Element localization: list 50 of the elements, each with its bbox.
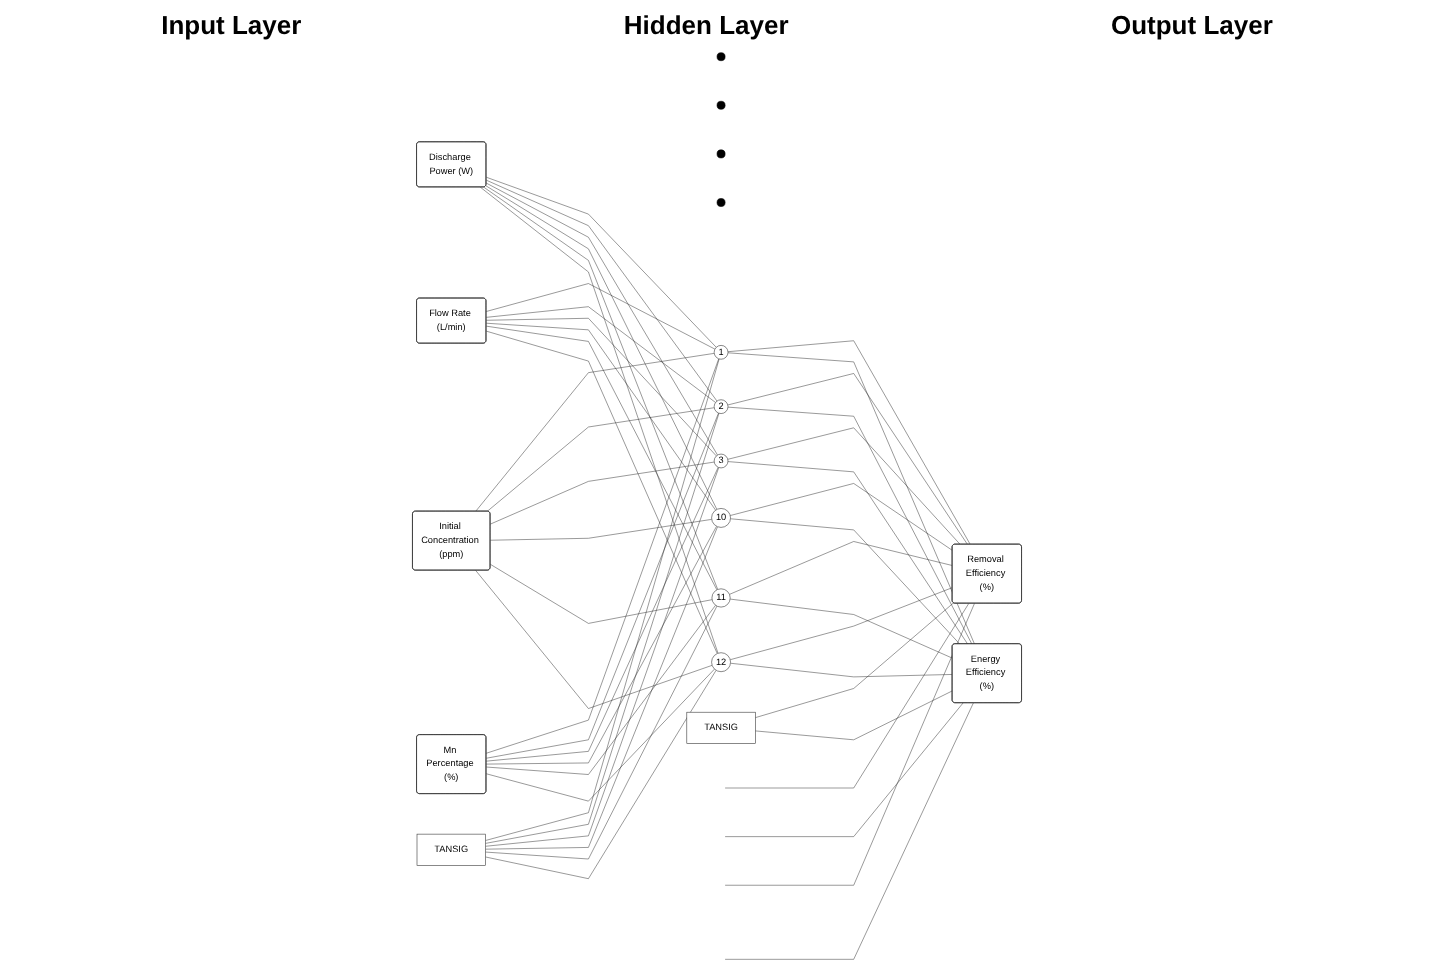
- connection-line: [486, 325, 718, 591]
- connection-line: [485, 185, 718, 510]
- connection-line: [486, 407, 715, 512]
- connection-line: [475, 570, 713, 709]
- connection-line: [490, 519, 712, 541]
- connection-line: [486, 306, 716, 403]
- ellipsis-dot: [716, 149, 726, 159]
- layer-heading: Output Layer: [1110, 9, 1273, 39]
- connection-line: [724, 603, 975, 886]
- connection-line: [490, 461, 715, 525]
- connection-line: [724, 603, 969, 789]
- connection-line: [724, 702, 964, 837]
- connection-line: [486, 179, 718, 402]
- connection-line: [729, 598, 953, 659]
- connection-line: [755, 690, 953, 741]
- connection-line: [486, 283, 716, 350]
- connection-line: [730, 518, 960, 645]
- connection-line: [486, 605, 716, 775]
- layer-heading: Hidden Layer: [623, 9, 789, 39]
- connection-line: [490, 564, 713, 624]
- connection-line: [486, 322, 716, 511]
- connection-line: [486, 318, 717, 457]
- connection-line: [480, 186, 719, 654]
- connection-line: [485, 605, 718, 860]
- connection-line: [727, 340, 971, 545]
- connection-line: [730, 663, 953, 678]
- connection-line: [475, 353, 715, 512]
- connection-line: [486, 330, 718, 654]
- layer-heading: Input Layer: [161, 9, 302, 39]
- connection-line: [486, 182, 718, 456]
- connection-line: [486, 177, 717, 348]
- ellipsis-dot: [716, 198, 726, 207]
- connection-line: [730, 587, 953, 660]
- connection-line: [755, 602, 954, 718]
- connection-line: [486, 668, 715, 802]
- connection-line: [485, 526, 718, 850]
- connection-line: [727, 427, 961, 545]
- ellipsis-dot: [716, 100, 726, 110]
- connection-line: [724, 702, 974, 960]
- connection-line: [730, 483, 953, 551]
- connection-line: [727, 373, 968, 545]
- connection-line: [483, 186, 718, 590]
- ellipsis-dot: [716, 52, 726, 61]
- connection-line: [727, 461, 968, 645]
- connection-line: [727, 352, 975, 645]
- connection-line: [486, 526, 717, 765]
- connection-line: [727, 406, 973, 645]
- connection-line: [729, 541, 953, 595]
- connection-line: [486, 467, 719, 762]
- connection-line: [485, 670, 717, 879]
